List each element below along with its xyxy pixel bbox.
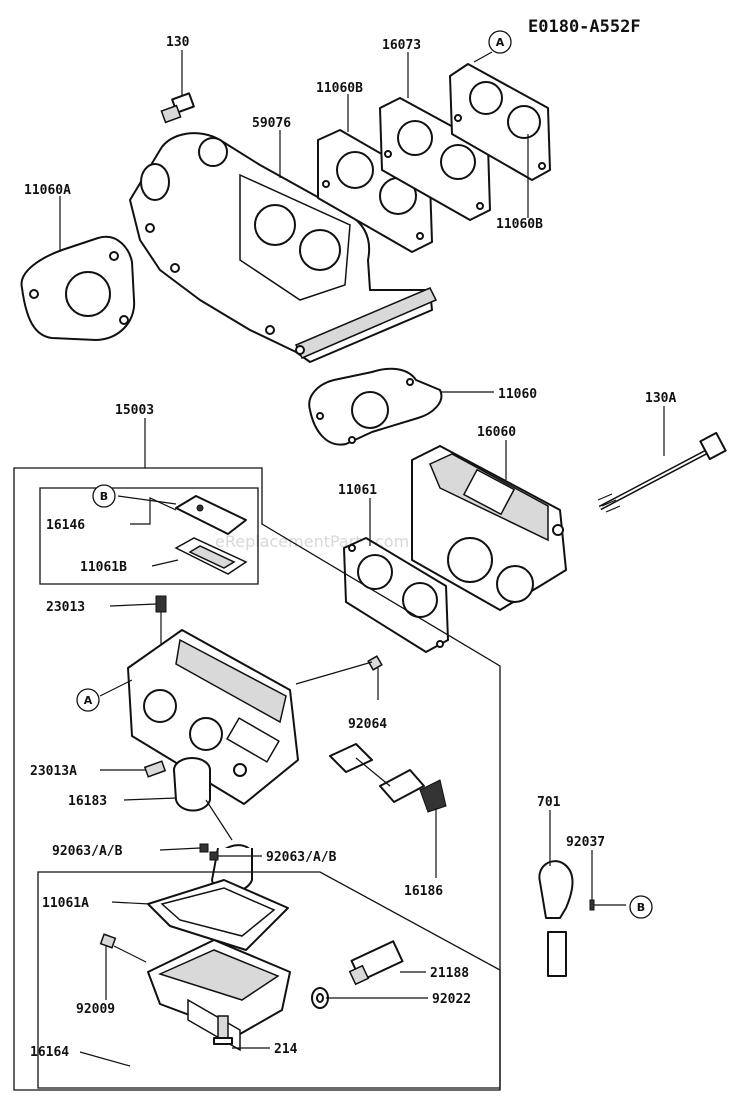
cover-16146 bbox=[175, 495, 247, 535]
callout-a-left: A bbox=[76, 688, 100, 712]
label-59076: 59076 bbox=[252, 116, 291, 131]
label-23013: 23013 bbox=[46, 600, 85, 615]
label-11061b: 11061B bbox=[80, 560, 127, 575]
gasket-11060b-middle bbox=[317, 129, 433, 253]
label-11060b-top: 11060B bbox=[316, 81, 363, 96]
label-92064: 92064 bbox=[348, 717, 387, 732]
label-16183: 16183 bbox=[68, 794, 107, 809]
label-130: 130 bbox=[166, 35, 190, 50]
label-16060: 16060 bbox=[477, 425, 516, 440]
plate-16073 bbox=[379, 97, 491, 221]
bolt-130a bbox=[597, 431, 727, 513]
washer-92022 bbox=[311, 987, 329, 1009]
label-16073: 16073 bbox=[382, 38, 421, 53]
plug-92063-pair bbox=[199, 843, 219, 861]
screw-214 bbox=[213, 1015, 233, 1045]
label-21188: 21188 bbox=[430, 966, 469, 981]
label-92022: 92022 bbox=[432, 992, 471, 1007]
reference-code: E0180-A552F bbox=[528, 17, 641, 37]
callout-b-right: B bbox=[629, 895, 653, 919]
linkage-16186 bbox=[329, 743, 447, 813]
label-92063-right: 92063/A/B bbox=[266, 850, 337, 865]
gasket-11060a bbox=[20, 235, 136, 341]
bolt-130 bbox=[160, 92, 195, 124]
label-701: 701 bbox=[537, 795, 561, 810]
carburetor-assembly-frame bbox=[13, 467, 501, 1091]
clip-92037 bbox=[589, 899, 595, 911]
label-11061a: 11061A bbox=[42, 896, 89, 911]
label-23013a: 23013A bbox=[30, 764, 77, 779]
label-92009: 92009 bbox=[76, 1002, 115, 1017]
svg-text:B: B bbox=[100, 490, 108, 503]
svg-text:A: A bbox=[496, 36, 505, 49]
gasket-11060b-right bbox=[449, 63, 551, 181]
label-11061: 11061 bbox=[338, 483, 377, 498]
bracket-sub-group bbox=[39, 487, 259, 585]
screw-92009 bbox=[99, 933, 147, 963]
callout-a-top: A bbox=[488, 30, 512, 54]
screw-92064 bbox=[367, 655, 383, 671]
leader-lines bbox=[59, 50, 665, 1067]
jet-23013a bbox=[143, 760, 167, 778]
gasket-11060 bbox=[308, 367, 443, 446]
jet-23013 bbox=[155, 595, 167, 644]
carburetor-body bbox=[127, 629, 299, 805]
label-214: 214 bbox=[274, 1042, 298, 1057]
label-15003: 15003 bbox=[115, 403, 154, 418]
label-11060b-right: 11060B bbox=[496, 217, 543, 232]
label-92037: 92037 bbox=[566, 835, 605, 850]
label-11060a: 11060A bbox=[24, 183, 71, 198]
gasket-11061 bbox=[343, 537, 449, 653]
label-92063-left: 92063/A/B bbox=[52, 844, 123, 859]
gasket-11061b bbox=[174, 537, 248, 575]
svg-text:A: A bbox=[84, 694, 93, 707]
label-16186: 16186 bbox=[404, 884, 443, 899]
label-11060: 11060 bbox=[498, 387, 537, 402]
spacer-16060 bbox=[411, 445, 567, 611]
label-16164: 16164 bbox=[30, 1045, 69, 1060]
solenoid-21188 bbox=[348, 940, 404, 986]
intake-manifold-59076 bbox=[129, 132, 438, 363]
label-16146: 16146 bbox=[46, 518, 85, 533]
svg-text:B: B bbox=[637, 901, 645, 914]
label-130a: 130A bbox=[645, 391, 676, 406]
callout-b-top-left: B bbox=[92, 484, 116, 508]
float-chamber-frame bbox=[37, 871, 501, 1089]
gasket-11061a bbox=[147, 879, 289, 951]
hose-701 bbox=[538, 860, 574, 977]
